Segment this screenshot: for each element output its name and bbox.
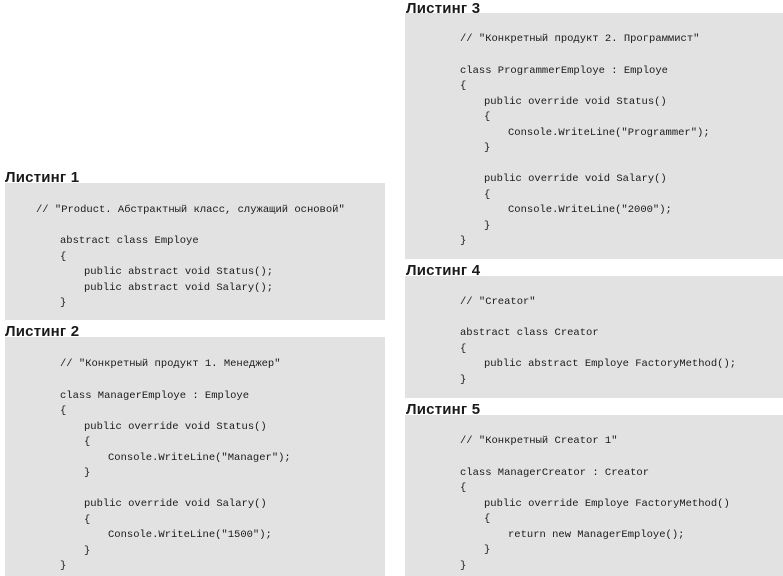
listing-3-line-12: Console.WriteLine("2000"); [508, 204, 672, 216]
listing-4-code-block: // "Creator" abstract class Creator { pu… [405, 276, 783, 398]
listing-3-line-5: public override void Status() [484, 96, 667, 108]
listing-2-line-3: class ManagerEmploye : Employe [60, 390, 250, 402]
listing-5-line-6: { [484, 513, 491, 525]
listing-5-line-9: } [460, 560, 467, 572]
listing-5-line-7: return new ManagerEmploye(); [508, 529, 685, 541]
listing-4-line-6: } [460, 374, 467, 386]
listing-3-line-10: public override void Salary() [484, 173, 667, 185]
listing-3-code-block: // "Конкретный продукт 2. Программист" c… [405, 13, 783, 259]
listing-2-line-13: } [84, 545, 91, 557]
listing-3-line-14: } [460, 235, 467, 247]
listing-2-line-4: { [60, 405, 67, 417]
listing-4-title: Листинг 4 [406, 262, 481, 279]
listing-4-line-4: { [460, 343, 467, 355]
listing-2-line-5: public override void Status() [84, 421, 267, 433]
listing-3-line-4: { [460, 80, 467, 92]
listing-2-title: Листинг 2 [5, 323, 80, 340]
listing-2-line-10: public override void Salary() [84, 498, 267, 510]
listing-5-code-block: // "Конкретный Creator 1" class ManagerC… [405, 415, 783, 576]
listing-2-line-1: // "Конкретный продукт 1. Менеджер" [60, 358, 281, 370]
listing-3-title: Листинг 3 [406, 0, 481, 17]
listing-3-line-13: } [484, 220, 491, 232]
listing-2-line-7: Console.WriteLine("Manager"); [108, 452, 291, 464]
listing-1-line-5: public abstract void Status(); [84, 266, 274, 278]
listing-5-line-3: class ManagerCreator : Creator [460, 467, 650, 479]
listing-3-line-11: { [484, 189, 491, 201]
listing-3-line-8: } [484, 142, 491, 154]
listing-4-line-1: // "Creator" [460, 296, 536, 308]
listing-1-line-4: { [60, 251, 67, 263]
listing-5-line-8: } [484, 544, 491, 556]
listing-4-line-5: public abstract Employe FactoryMethod(); [484, 358, 737, 370]
listing-1-title: Листинг 1 [5, 169, 80, 186]
listing-1-line-1: // "Product. Абстрактный класс, служащий… [36, 204, 345, 216]
listing-2-line-11: { [84, 514, 91, 526]
listing-5-line-1: // "Конкретный Creator 1" [460, 435, 618, 447]
listing-2-line-6: { [84, 436, 91, 448]
listing-5-title: Листинг 5 [406, 401, 481, 418]
listing-2-line-8: } [84, 467, 91, 479]
listing-3-line-3: class ProgrammerEmploye : Employe [460, 65, 668, 77]
listing-5-line-5: public override Employe FactoryMethod() [484, 498, 730, 510]
listing-1-line-3: abstract class Employe [60, 235, 199, 247]
listing-2-line-12: Console.WriteLine("1500"); [108, 529, 272, 541]
listing-5-line-4: { [460, 482, 467, 494]
listing-3-line-1: // "Конкретный продукт 2. Программист" [460, 33, 700, 45]
listing-2-code-block: // "Конкретный продукт 1. Менеджер" clas… [5, 337, 385, 576]
listing-1-code-block: // "Product. Абстрактный класс, служащий… [5, 183, 385, 320]
listing-3-line-7: Console.WriteLine("Programmer"); [508, 127, 710, 139]
listing-2-line-14: } [60, 560, 67, 572]
listing-4-line-3: abstract class Creator [460, 327, 599, 339]
listing-1-line-7: } [60, 297, 67, 309]
listing-1-line-6: public abstract void Salary(); [84, 282, 274, 294]
listing-3-line-6: { [484, 111, 491, 123]
